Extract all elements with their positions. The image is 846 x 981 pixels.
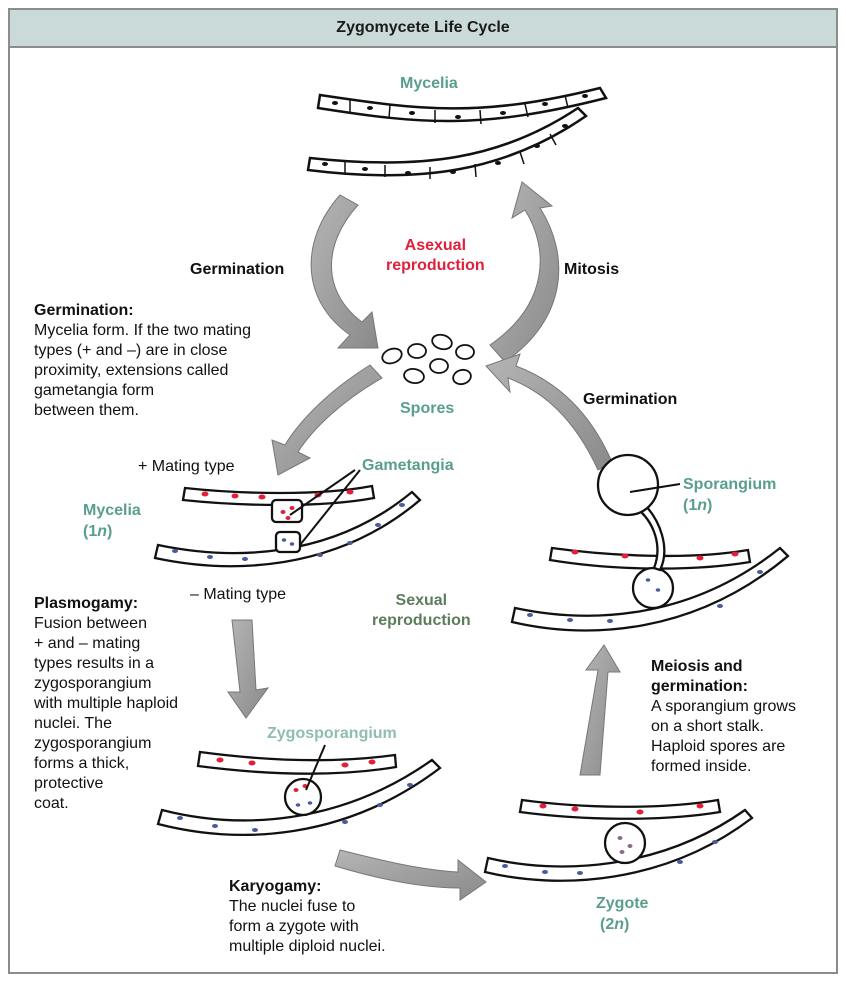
note-meiosis-heading: Meiosis and germination: bbox=[651, 657, 836, 697]
label-mycelia-1n: Mycelia bbox=[83, 501, 141, 521]
label-germination-right: Germination bbox=[583, 390, 677, 410]
label-zygote: Zygote bbox=[596, 894, 648, 914]
label-mitosis: Mitosis bbox=[564, 260, 619, 280]
note-plasmogamy: Plasmogamy: Fusion between + and – matin… bbox=[34, 594, 214, 814]
note-karyogamy-text: The nuclei fuse to form a zygote with mu… bbox=[229, 897, 449, 957]
label-mycelia-top: Mycelia bbox=[400, 74, 458, 94]
label-gametangia: Gametangia bbox=[362, 456, 454, 476]
label-plus-mating-type: + Mating type bbox=[138, 457, 235, 477]
label-mycelia-1n-ploidy: (1n) bbox=[83, 522, 112, 542]
label-zygote-ploidy: (2n) bbox=[600, 915, 629, 935]
note-plasmogamy-text: Fusion between + and – mating types resu… bbox=[34, 614, 214, 814]
label-germination-left: Germination bbox=[190, 260, 284, 280]
label-zygosporangium: Zygosporangium bbox=[267, 724, 397, 744]
note-germination: Germination: Mycelia form. If the two ma… bbox=[34, 301, 324, 421]
zygote-mycelia bbox=[485, 800, 752, 881]
label-sexual-reproduction: Sexual reproduction bbox=[372, 591, 471, 631]
label-asexual-reproduction: Asexual reproduction bbox=[386, 236, 485, 276]
note-karyogamy-heading: Karyogamy: bbox=[229, 877, 449, 897]
note-germination-heading: Germination: bbox=[34, 301, 324, 321]
note-meiosis-text: A sporangium grows on a short stalk. Hap… bbox=[651, 697, 836, 777]
note-germination-text: Mycelia form. If the two mating types (+… bbox=[34, 321, 324, 421]
spores-cluster bbox=[380, 333, 474, 386]
note-karyogamy: Karyogamy: The nuclei fuse to form a zyg… bbox=[229, 877, 449, 957]
meiosis-arrow bbox=[580, 645, 620, 775]
top-mycelia bbox=[308, 88, 606, 175]
label-spores: Spores bbox=[400, 399, 454, 419]
note-meiosis: Meiosis and germination: A sporangium gr… bbox=[651, 657, 836, 777]
germination-arrow-from-sporangium bbox=[486, 354, 612, 470]
plasmogamy-arrow bbox=[228, 620, 268, 718]
label-sporangium-ploidy: (1n) bbox=[683, 496, 712, 516]
label-sporangium: Sporangium bbox=[683, 475, 776, 495]
note-plasmogamy-heading: Plasmogamy: bbox=[34, 594, 214, 614]
mitosis-arrow-right bbox=[490, 182, 559, 362]
